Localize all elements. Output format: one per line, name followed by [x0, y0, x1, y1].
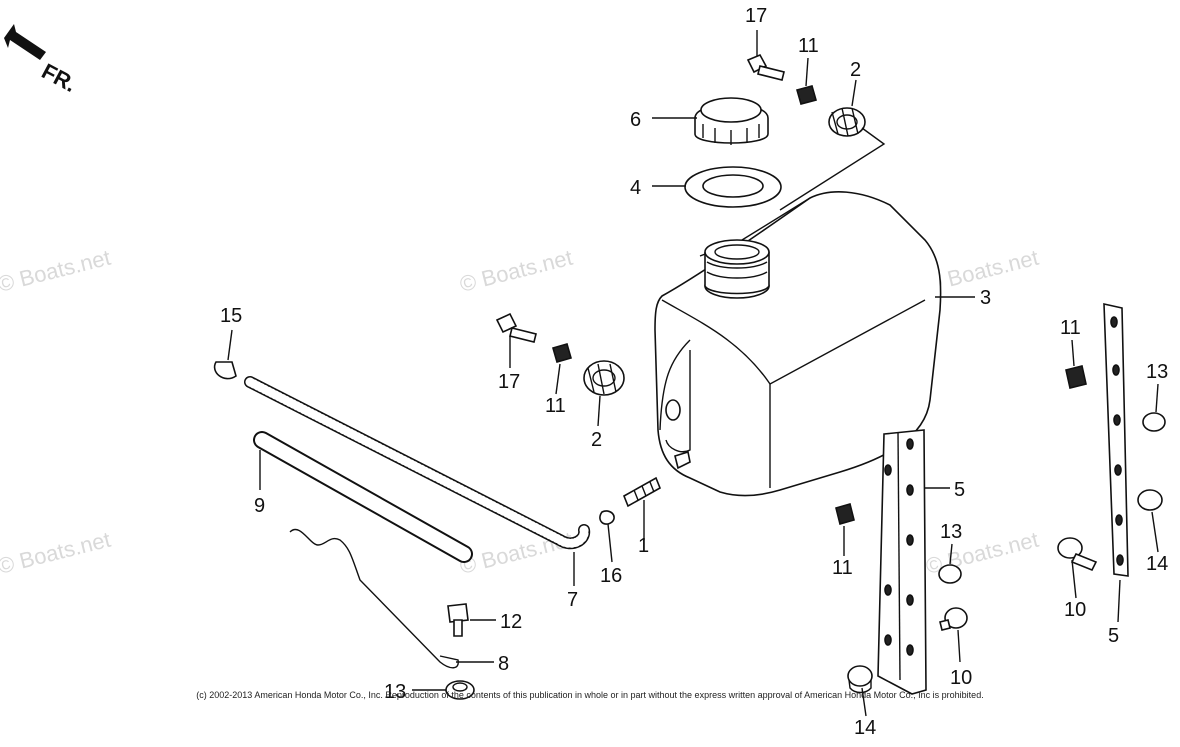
- watermark: © Boats.net: [0, 527, 113, 579]
- leader-lines: [227, 30, 1159, 717]
- mid-mount-hardware: [495, 312, 625, 396]
- callout-4: 4: [630, 177, 641, 199]
- fuel-tank-part: [654, 191, 942, 497]
- callout-7: 7: [567, 589, 578, 611]
- callout-10: 10: [1064, 599, 1086, 621]
- front-direction-arrow-icon: FR.: [4, 24, 81, 97]
- callout-13: 13: [384, 681, 406, 703]
- callout-11: 11: [545, 395, 566, 417]
- callout-2: 2: [591, 429, 602, 451]
- breather-tube-part: [213, 361, 591, 550]
- callout-8: 8: [498, 653, 509, 675]
- callout-13: 13: [1146, 361, 1168, 383]
- fuel-hose-part: [253, 431, 473, 563]
- callout-10: 10: [950, 667, 972, 689]
- callout-15: 15: [220, 305, 242, 327]
- upper-mount-hardware: [746, 53, 886, 211]
- callout-14: 14: [1146, 553, 1168, 575]
- callout-16: 16: [600, 565, 622, 587]
- fuel-joint-part: [599, 476, 662, 525]
- rear-bracket-part: [1057, 302, 1166, 577]
- fuel-cap-part: [694, 97, 769, 145]
- copyright-notice: (c) 2002-2013 American Honda Motor Co., …: [196, 690, 984, 700]
- callout-17: 17: [498, 371, 520, 393]
- callout-11: 11: [832, 557, 853, 579]
- callout-14: 14: [854, 717, 876, 739]
- callout-12: 12: [500, 611, 522, 633]
- callout-11: 11: [798, 35, 819, 57]
- watermark: © Boats.net: [457, 245, 575, 297]
- callout-3: 3: [980, 287, 991, 309]
- cap-gasket-part: [684, 166, 782, 208]
- watermark: © Boats.net: [0, 245, 113, 297]
- callout-6: 6: [630, 109, 641, 131]
- bottom-bolt-nut: [445, 603, 475, 700]
- front-bracket-part: [835, 429, 968, 695]
- callout-5: 5: [1108, 625, 1119, 647]
- callout-11: 11: [1060, 317, 1081, 339]
- wire-clamp-part: [289, 528, 459, 669]
- callout-2: 2: [850, 59, 861, 81]
- front-direction-label: FR.: [38, 58, 81, 97]
- callout-labels: 17 11 2 6 4 3 15 17 11 2 9 1 16 7 5 11 1…: [220, 5, 1168, 739]
- callout-9: 9: [254, 495, 265, 517]
- callout-13: 13: [940, 521, 962, 543]
- callout-5: 5: [954, 479, 965, 501]
- callout-1: 1: [638, 535, 649, 557]
- callout-17: 17: [745, 5, 767, 27]
